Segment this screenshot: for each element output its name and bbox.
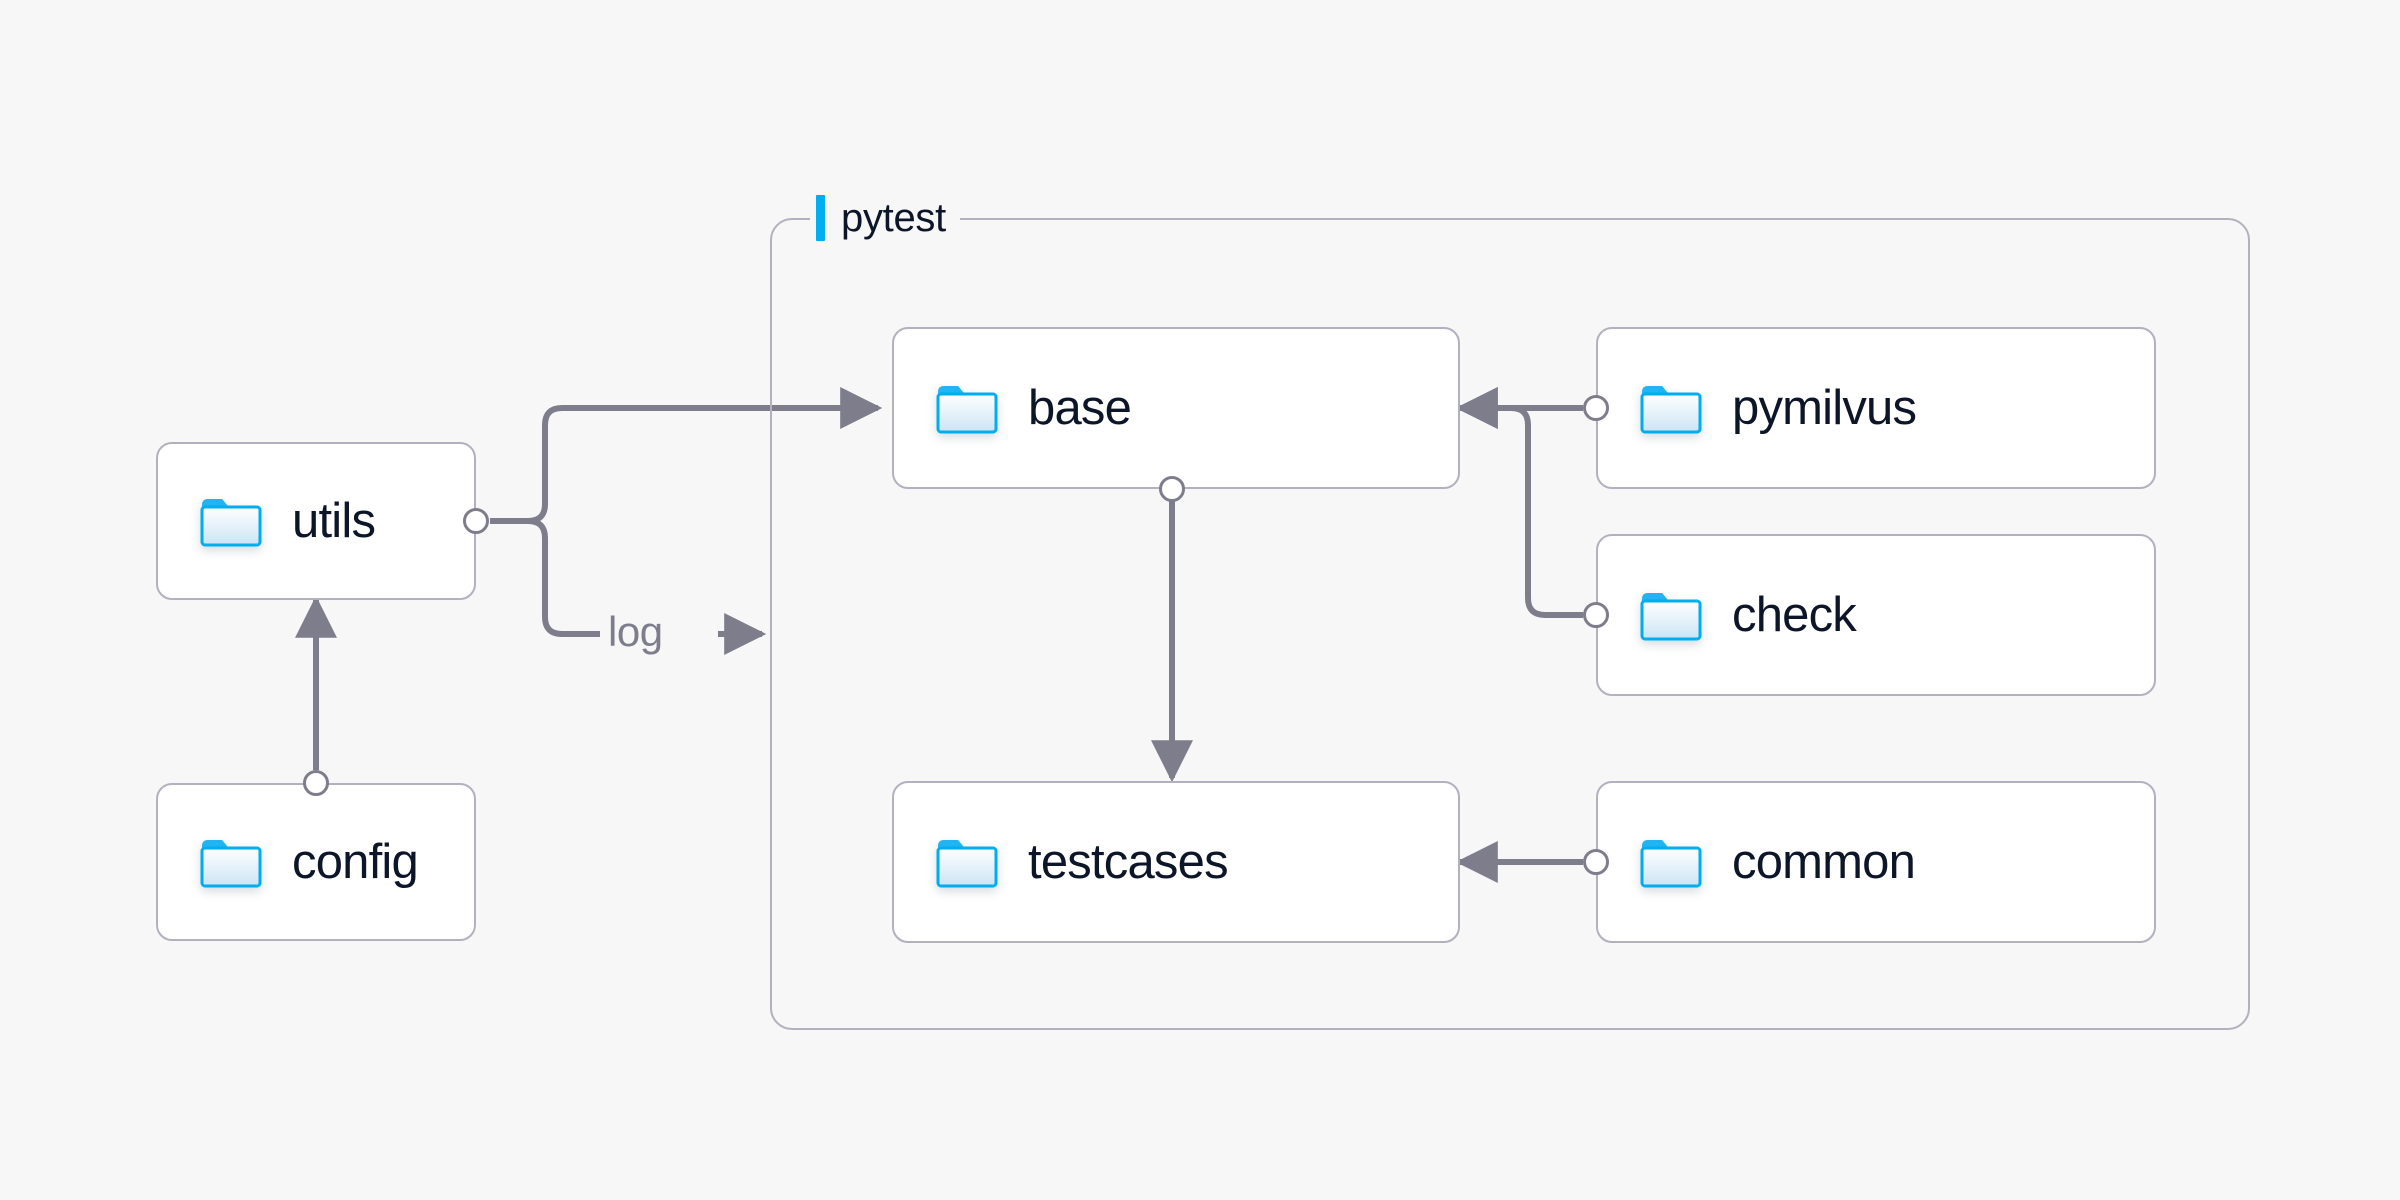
node-utils-label: utils xyxy=(292,493,376,548)
node-pymilvus-label: pymilvus xyxy=(1732,380,1917,435)
node-base[interactable]: base xyxy=(892,327,1460,489)
node-config-label: config xyxy=(292,834,419,889)
group-accent-bar xyxy=(816,195,825,241)
connector-dot-utils-right[interactable] xyxy=(463,508,489,534)
connector-dot-check-left[interactable] xyxy=(1583,602,1609,628)
node-check-label: check xyxy=(1732,587,1857,642)
node-common[interactable]: common xyxy=(1596,781,2156,943)
folder-icon xyxy=(936,382,998,434)
folder-icon xyxy=(1640,589,1702,641)
node-base-label: base xyxy=(1028,380,1132,435)
edge-label-log: log xyxy=(600,608,671,656)
group-title: pytest xyxy=(841,195,946,240)
group-pytest[interactable] xyxy=(770,218,2250,1030)
node-check[interactable]: check xyxy=(1596,534,2156,696)
group-pytest-label: pytest xyxy=(810,190,960,246)
folder-icon xyxy=(1640,836,1702,888)
folder-icon xyxy=(200,495,262,547)
connector-dot-common-left[interactable] xyxy=(1583,849,1609,875)
node-testcases-label: testcases xyxy=(1028,834,1229,889)
connector-dot-pymilvus-left[interactable] xyxy=(1583,395,1609,421)
node-config[interactable]: config xyxy=(156,783,476,941)
node-utils[interactable]: utils xyxy=(156,442,476,600)
folder-icon xyxy=(1640,382,1702,434)
node-testcases[interactable]: testcases xyxy=(892,781,1460,943)
node-pymilvus[interactable]: pymilvus xyxy=(1596,327,2156,489)
node-common-label: common xyxy=(1732,834,1916,889)
connector-dot-base-bottom[interactable] xyxy=(1159,476,1185,502)
connector-dot-config-top[interactable] xyxy=(303,770,329,796)
folder-icon xyxy=(200,836,262,888)
folder-icon xyxy=(936,836,998,888)
